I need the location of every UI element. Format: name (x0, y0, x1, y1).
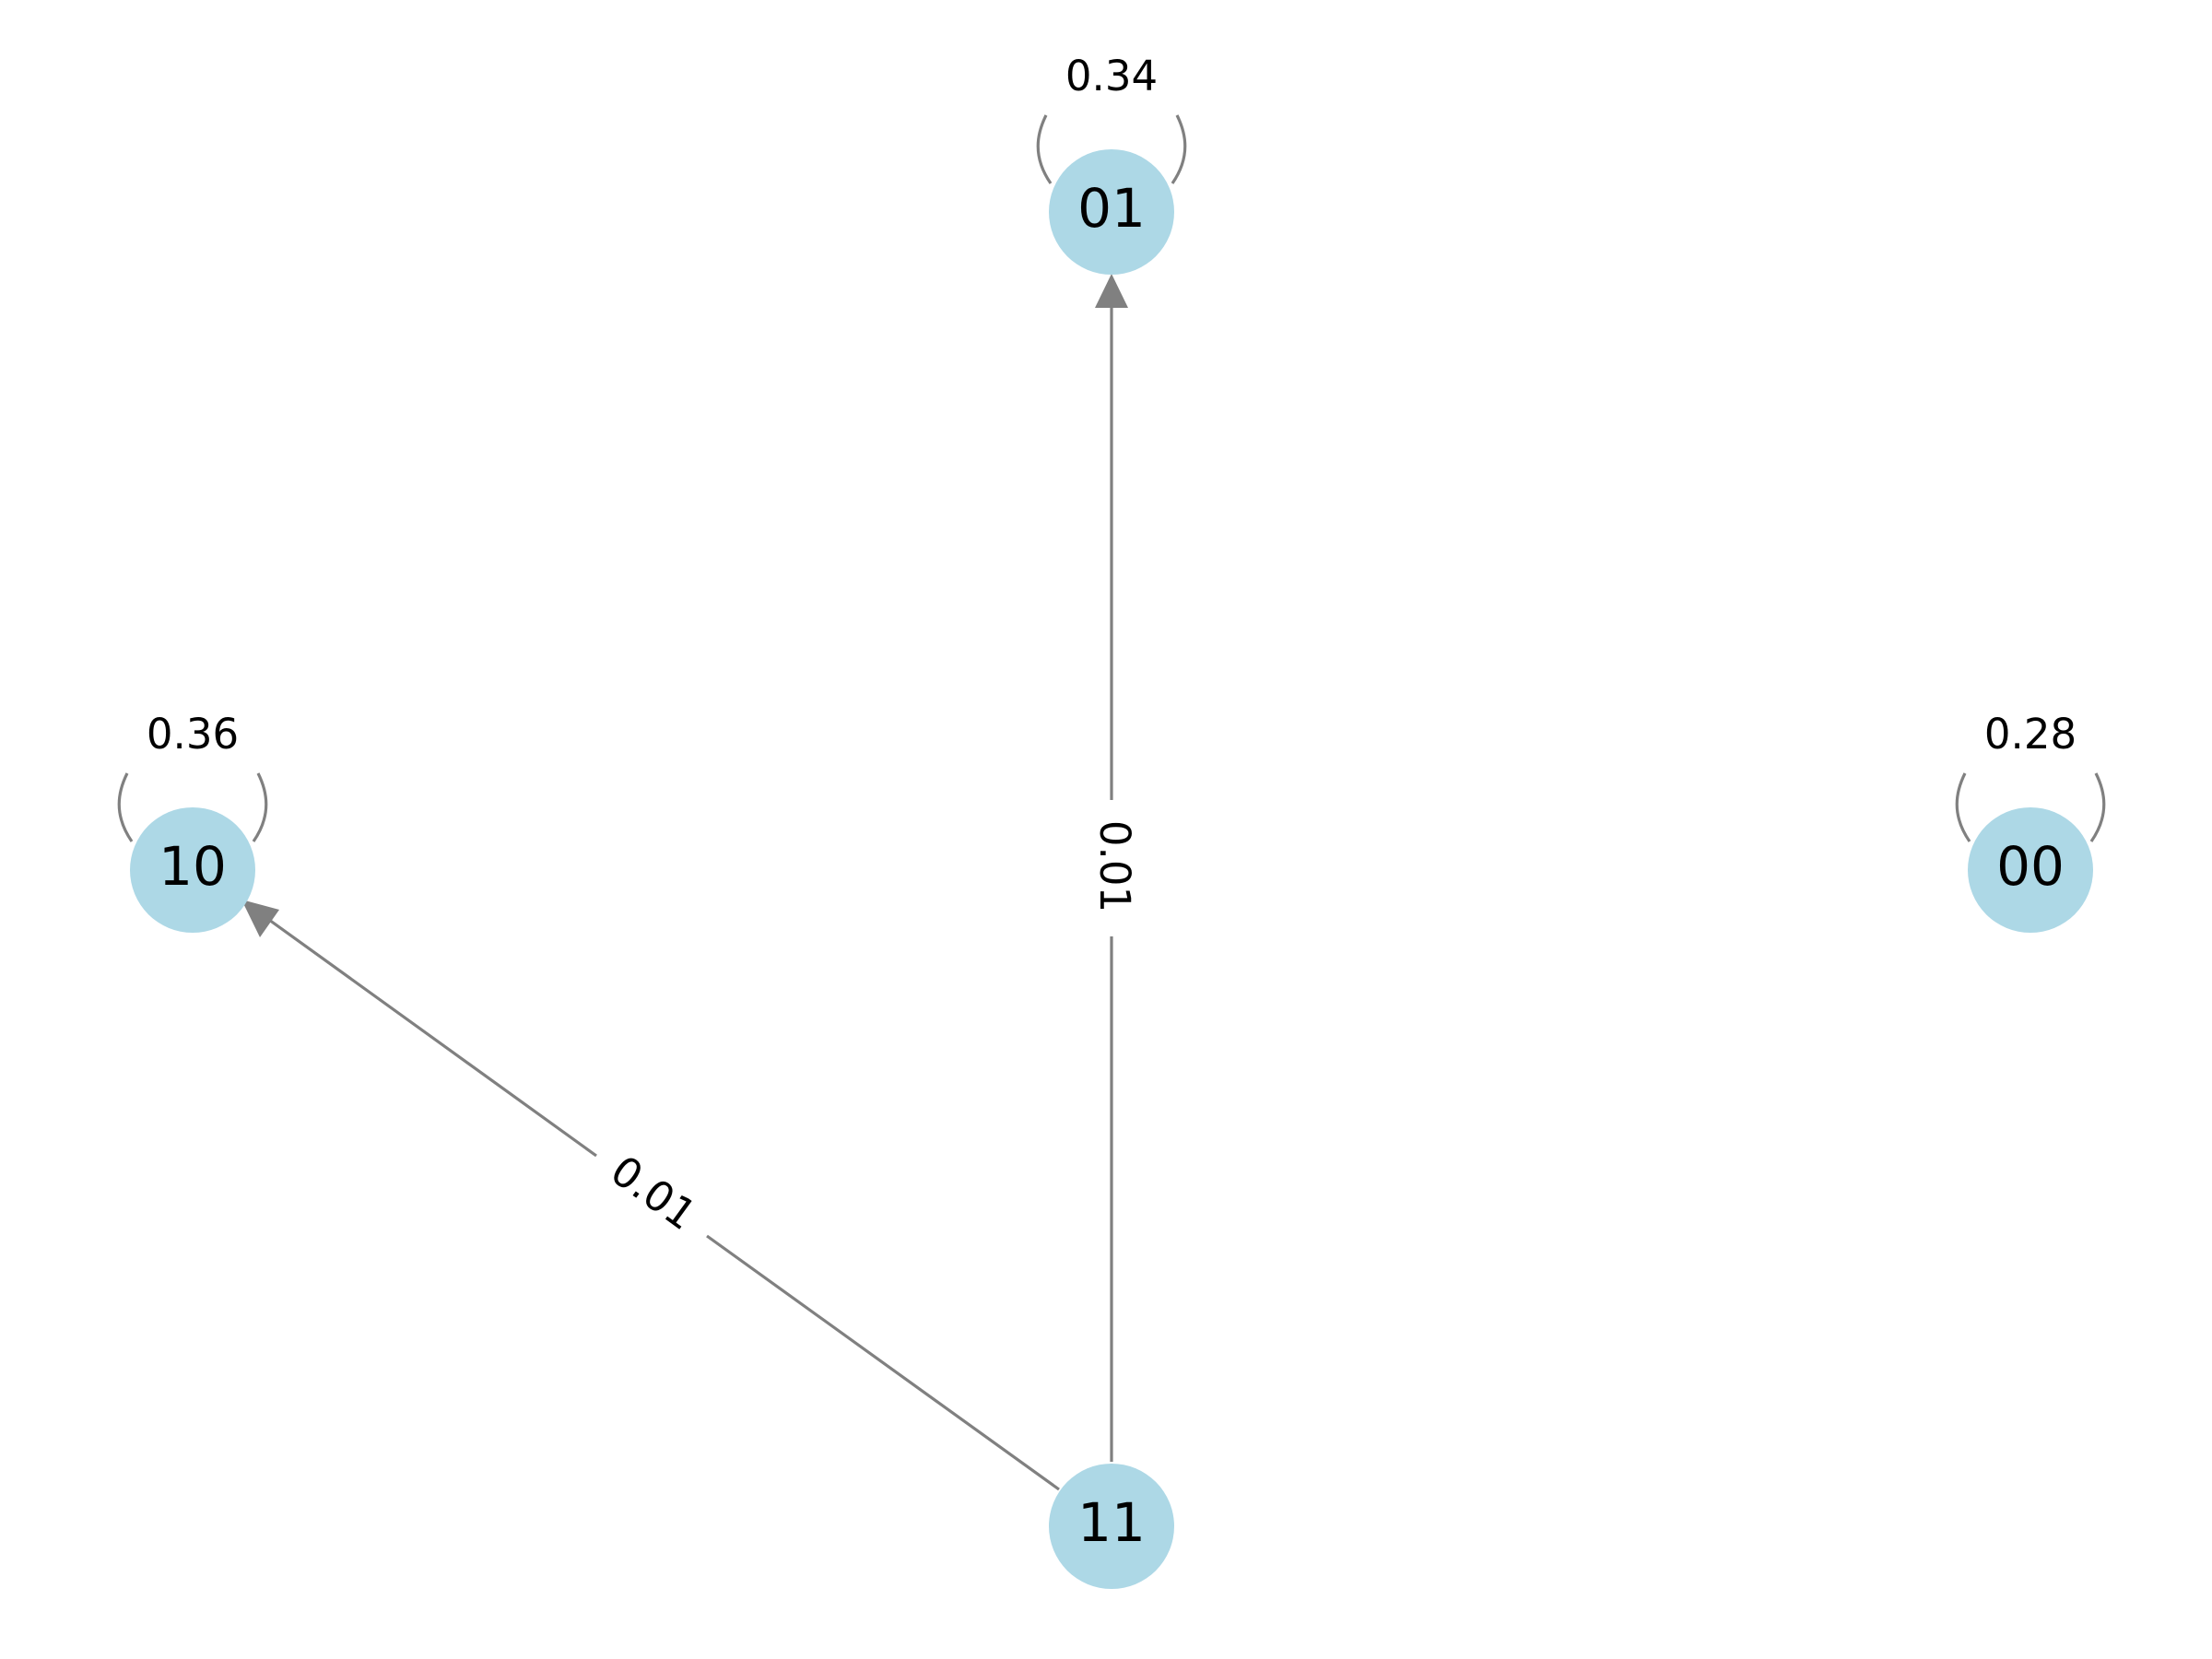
edge-11-to-10 (241, 900, 1060, 1491)
node-label-11: 11 (1077, 1491, 1146, 1554)
self-loop-label-10: 0.36 (147, 710, 239, 759)
self-loop-label-01: 0.34 (1065, 52, 1158, 100)
self-loop-edge-01 (1036, 114, 1187, 184)
node-label-10: 10 (159, 835, 227, 898)
node-label-01: 01 (1077, 177, 1146, 240)
node-01[interactable]: 01 (1049, 149, 1174, 275)
node-00[interactable]: 00 (1968, 807, 2093, 933)
self-loop-label-00: 0.28 (1984, 710, 2077, 759)
edge-label-11-to-10: 0.01 (602, 1146, 705, 1240)
node-11[interactable]: 11 (1049, 1464, 1174, 1589)
self-loop-edge-10 (117, 772, 268, 842)
node-10[interactable]: 10 (130, 807, 255, 933)
self-loop-edge-00 (1955, 772, 2106, 842)
edge-label-11-to-01: 0.01 (1090, 820, 1139, 912)
edge-11-to-01 (1095, 274, 1128, 1462)
node-label-00: 00 (1996, 835, 2065, 898)
